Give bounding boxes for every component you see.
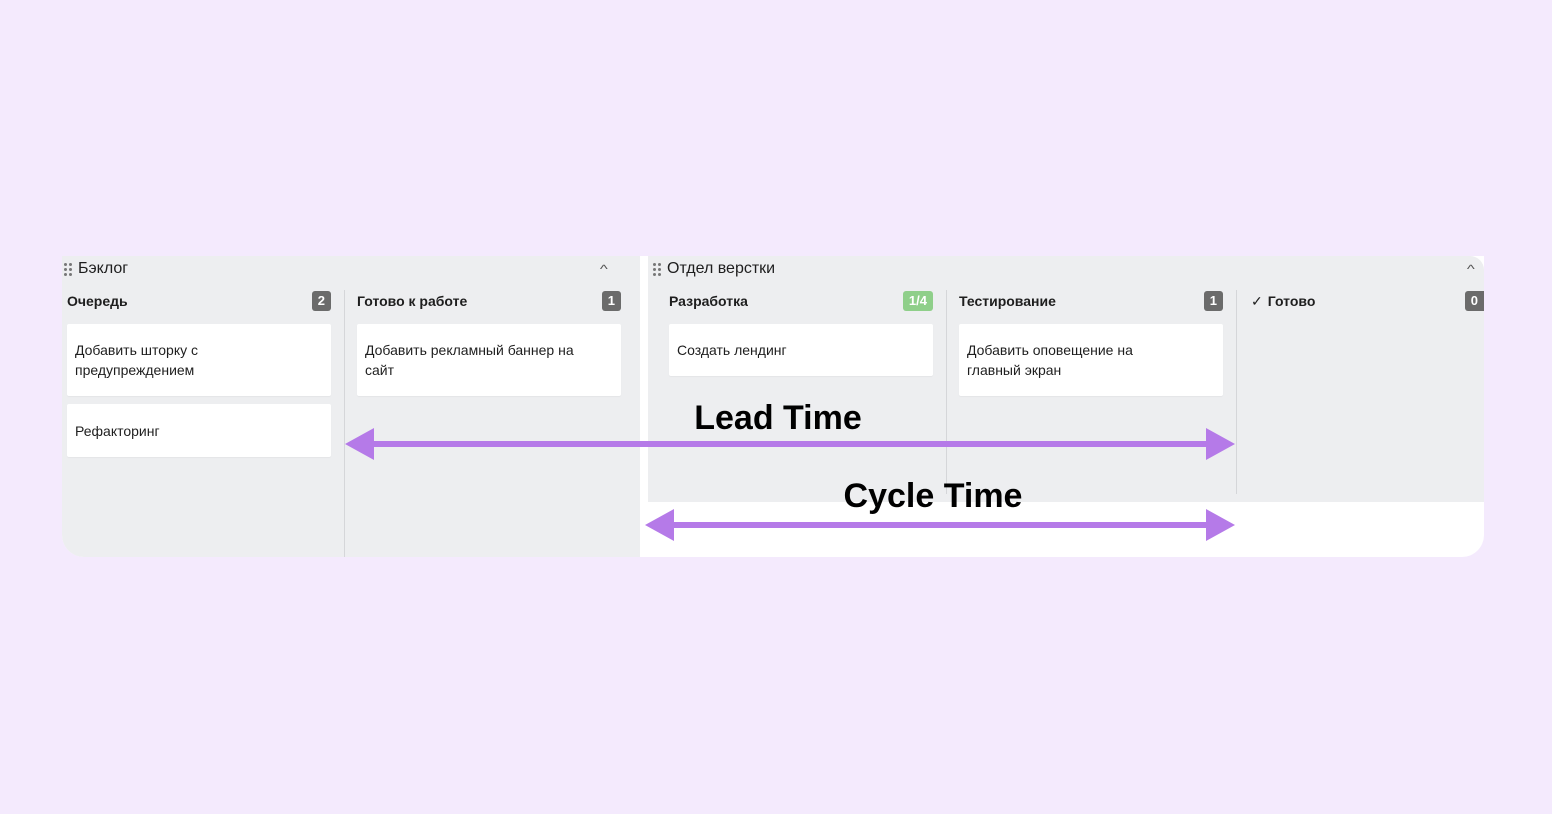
cycle-time-label: Cycle Time (843, 477, 1023, 515)
card-count-badge: 1 (601, 291, 621, 311)
column-header-development: Разработка 1/4 (669, 291, 933, 311)
card-count-badge: 0 (1464, 291, 1484, 311)
drag-handle-icon[interactable] (64, 263, 72, 276)
group-backlog-header[interactable]: Бэклог (64, 260, 128, 278)
collapse-chevron-icon[interactable]: ^ (599, 262, 608, 276)
column-title: Тестирование (959, 293, 1056, 309)
card-count-badge: 1 (1203, 291, 1223, 311)
checkmark-icon: ✓ (1251, 292, 1263, 309)
column-divider (946, 290, 947, 494)
card-title: Добавить рекламный баннер на сайт (365, 342, 574, 378)
card-count-badge: 2 (311, 291, 331, 311)
lead-time-arrow (345, 428, 1235, 460)
column-header-ready: Готово к работе 1 (357, 291, 621, 311)
card-title: Добавить оповещение на главный экран (967, 342, 1133, 378)
column-header-done: ✓ Готово 0 (1251, 291, 1484, 311)
task-card[interactable]: Добавить рекламный баннер на сайт (357, 324, 621, 396)
card-title: Рефакторинг (75, 422, 160, 439)
collapse-chevron-icon[interactable]: ^ (1466, 262, 1475, 276)
column-header-testing: Тестирование 1 (959, 291, 1223, 311)
column-title: Очередь (67, 293, 128, 309)
group-title: Отдел верстки (667, 260, 776, 277)
task-card[interactable]: Создать лендинг (669, 324, 933, 376)
task-card[interactable]: Добавить оповещение на главный экран (959, 324, 1223, 396)
cycle-time-arrow (645, 509, 1235, 541)
drag-handle-icon[interactable] (653, 263, 661, 276)
lead-time-label: Lead Time (694, 399, 862, 437)
card-title: Создать лендинг (677, 342, 787, 358)
column-title: Готово (1267, 293, 1316, 309)
column-divider (1236, 290, 1237, 494)
task-card[interactable]: Добавить шторку с предупреждением (67, 324, 331, 396)
wip-limit-badge: 1/4 (902, 291, 933, 311)
column-title: Готово к работе (357, 293, 468, 309)
column-divider (344, 290, 345, 557)
card-title: Добавить шторку с предупреждением (75, 342, 198, 378)
group-title: Бэклог (78, 260, 129, 277)
column-header-queue: Очередь 2 (67, 291, 331, 311)
column-title: Разработка (669, 293, 748, 309)
group-layout-dept-header[interactable]: Отдел верстки (653, 260, 775, 278)
task-card[interactable]: Рефакторинг (67, 404, 331, 457)
